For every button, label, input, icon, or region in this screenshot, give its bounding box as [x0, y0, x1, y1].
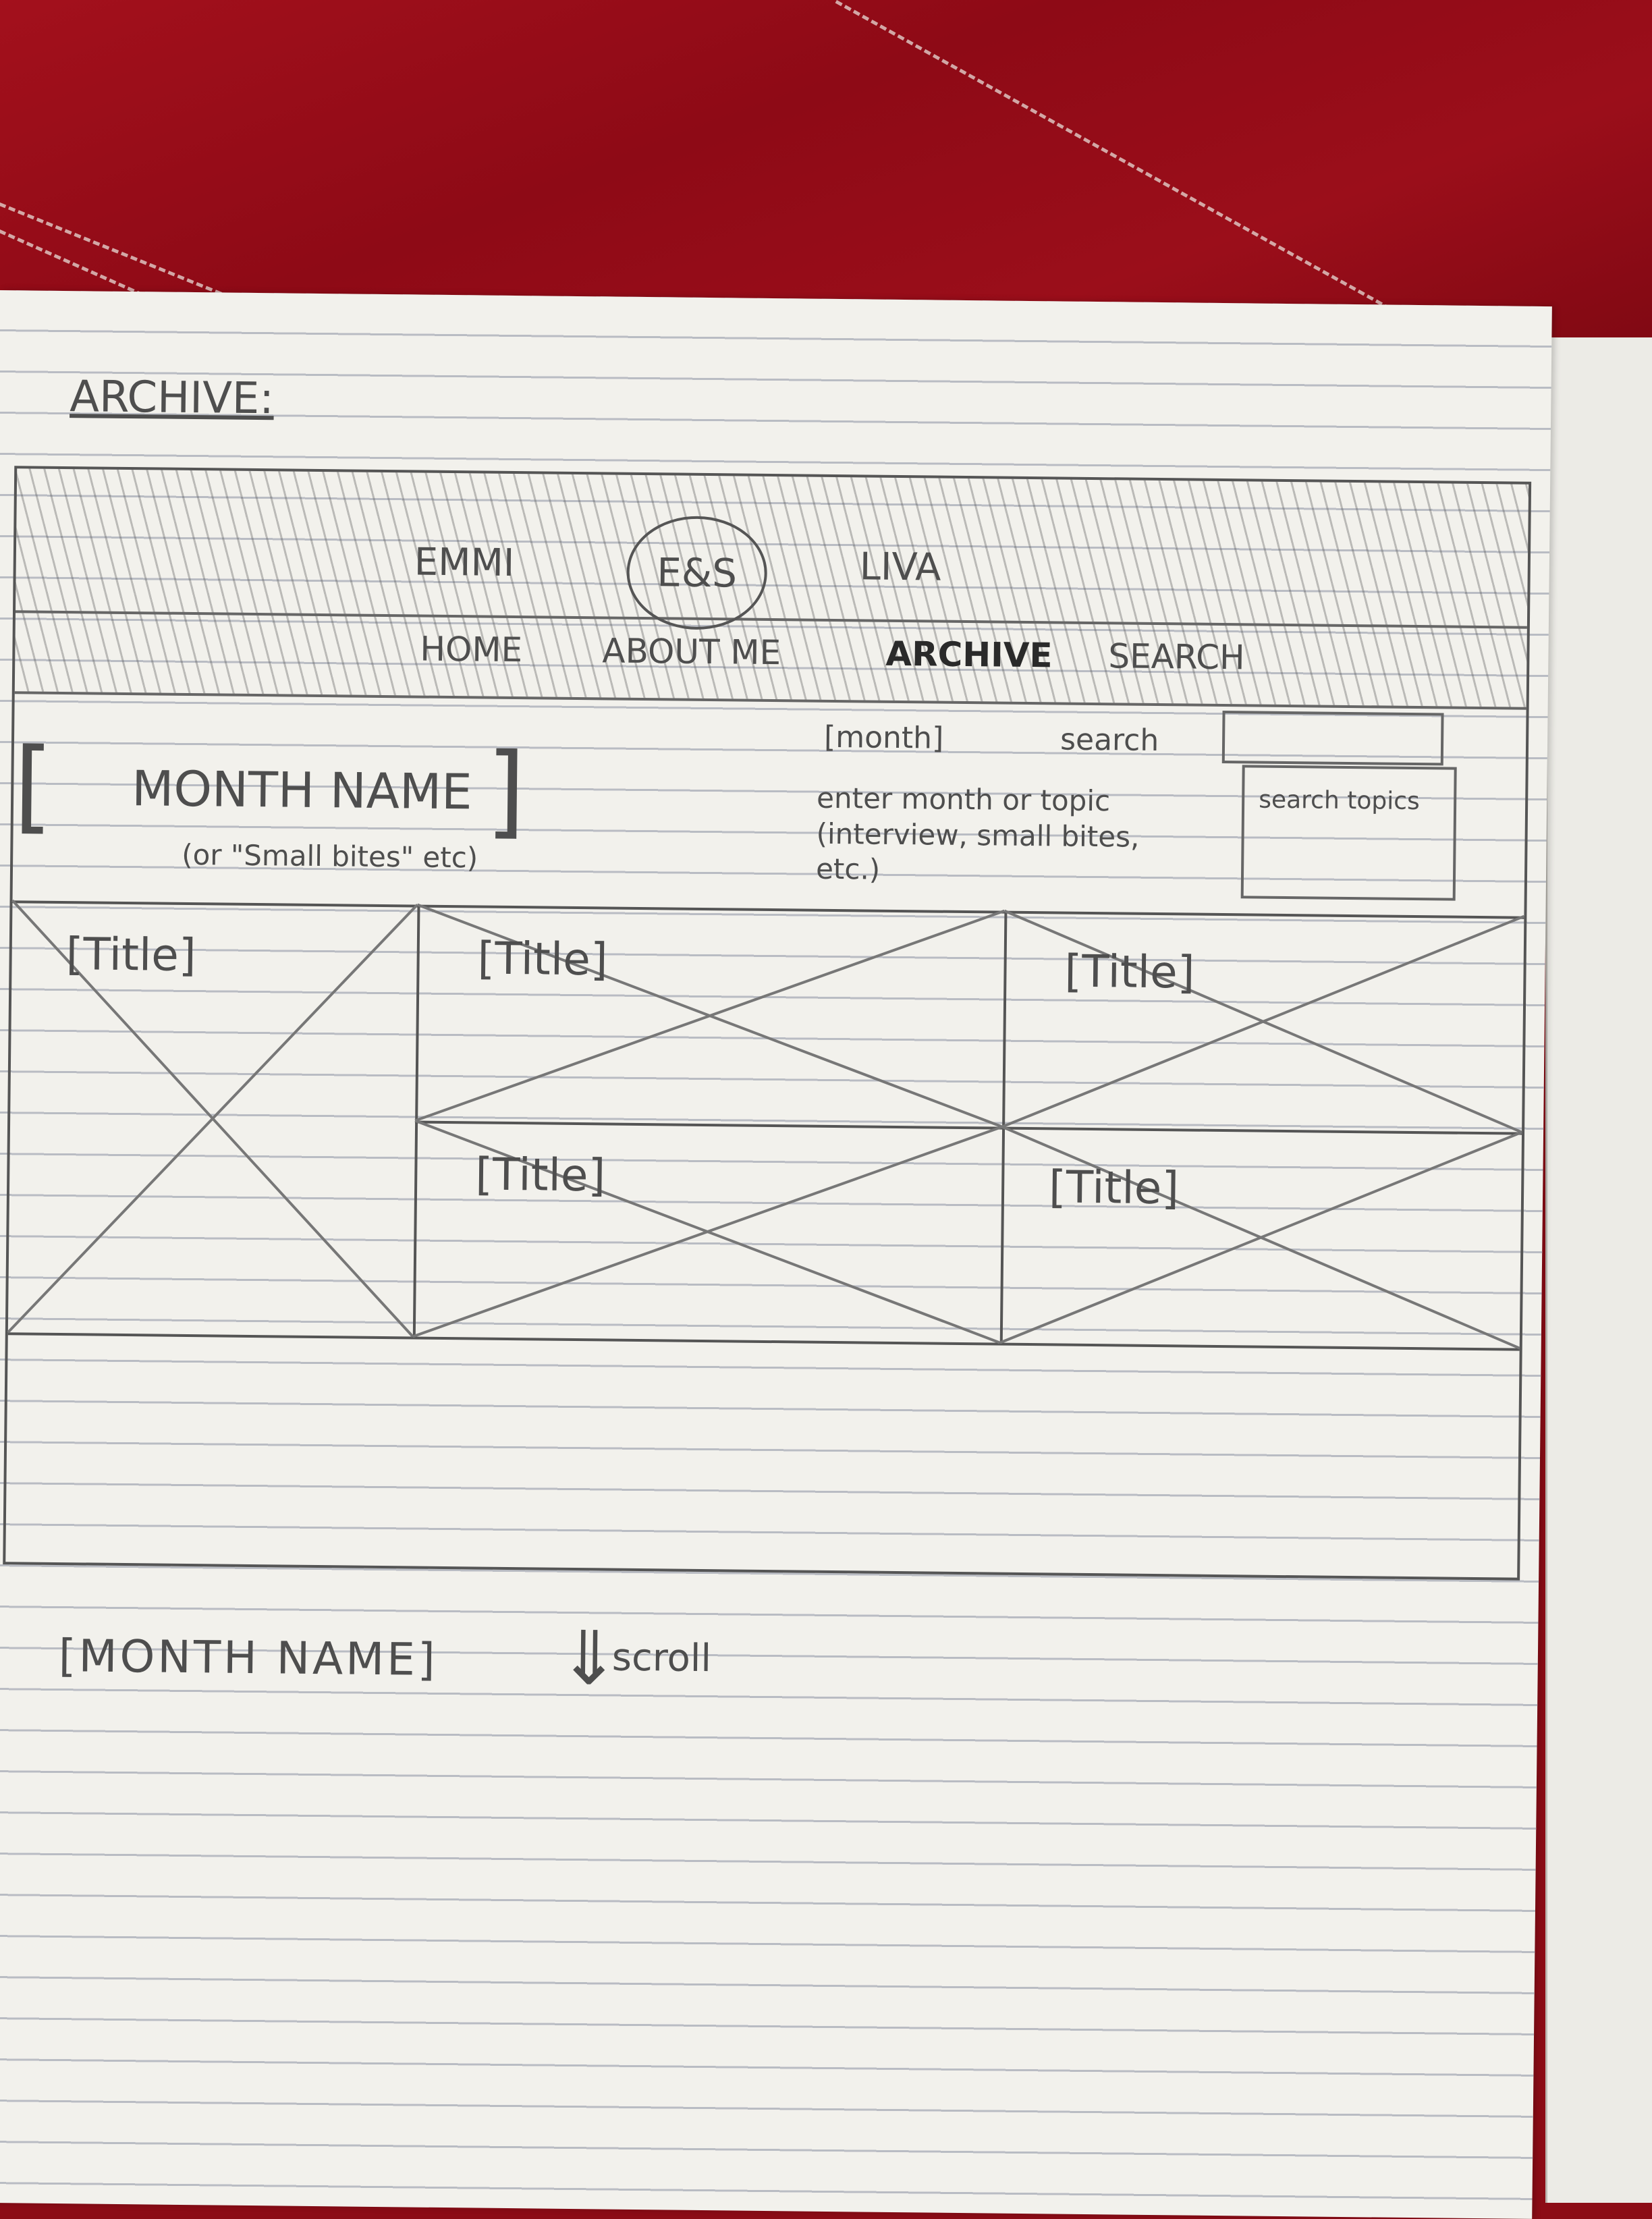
article-card-title[interactable]: [Title] [65, 928, 197, 982]
image-placeholder-crosses [7, 899, 1525, 1350]
notebook-right-page [1545, 337, 1652, 2203]
scroll-down-arrow-icon: ⇓ [557, 1614, 621, 1702]
wireframe-frame: EMMI E&S LIVA HOME ABOUT ME ARCHIVE SEAR… [3, 466, 1532, 1702]
article-card-title[interactable]: [Title] [1048, 1161, 1180, 1215]
article-card-title[interactable]: [Title] [1064, 945, 1195, 999]
notebook-page: ARCHIVE: EMMI E&S LIVA HOME ABOUT ME ARC… [0, 290, 1552, 2219]
article-card-title[interactable]: [Title] [477, 932, 609, 986]
scroll-label: scroll [611, 1635, 712, 1681]
next-month-title: [MONTH NAME] [58, 1630, 439, 1686]
article-card-title[interactable]: [Title] [474, 1148, 606, 1202]
page-heading: ARCHIVE: [69, 372, 275, 424]
